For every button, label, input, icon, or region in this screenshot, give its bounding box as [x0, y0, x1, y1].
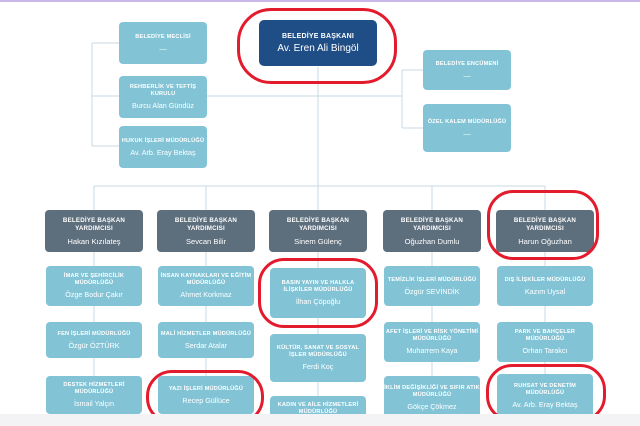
directorate-box[interactable]: AFET İŞLERİ VE RİSK YÖNETİMİ MÜDÜRLÜĞÜ M… [384, 322, 480, 362]
unit-title: RUHSAT VE DENETİM MÜDÜRLÜĞÜ [513, 383, 577, 396]
unit-head: Muharrem Kaya [406, 346, 458, 355]
unit-title: MALİ HİZMETLER MÜDÜRLÜĞÜ [160, 330, 252, 337]
directorate-box[interactable]: İNSAN KAYNAKLARI VE EĞİTİM MÜDÜRLÜĞÜ Ahm… [158, 266, 254, 306]
directorate-box[interactable]: MALİ HİZMETLER MÜDÜRLÜĞÜ Serdar Atalar [158, 322, 254, 358]
unit-title: DIŞ İLİŞKİLER MÜDÜRLÜĞÜ [504, 276, 586, 283]
highlight-ring [258, 258, 378, 328]
unit-title: KÜLTÜR, SANAT VE SOSYAL İŞLER MÜDÜRLÜĞÜ [276, 345, 360, 358]
deputy-title: BELEDİYE BAŞKAN YARDIMCISI [286, 216, 350, 232]
unit-head: Burcu Alan Gündüz [132, 101, 194, 110]
unit-head: Gökçe Çökmez [407, 402, 457, 411]
unit-head: — [463, 70, 471, 80]
deputy-name: Hakan Kızılateş [67, 236, 121, 246]
bottom-band [0, 414, 640, 426]
unit-head: — [159, 43, 167, 53]
top-accent-line [0, 0, 640, 2]
unit-title: REHBERLİK VE TEFTİŞ KURULU [129, 84, 197, 97]
directorate-box[interactable]: DESTEK HİZMETLERİ MÜDÜRLÜĞÜ İsmail Yalçı… [46, 376, 142, 414]
unit-head: Özgür ÖZTÜRK [68, 340, 120, 350]
directorate-box[interactable]: PARK VE BAHÇELER MÜDÜRLÜĞÜ Orhan Tarakcı [497, 322, 593, 362]
unit-head: Ahmet Korkmaz [180, 290, 232, 299]
unit-title: İMAR VE ŞEHİRCİLİK MÜDÜRLÜĞÜ [63, 273, 125, 286]
unit-title: BASIN YAYIN VE HALKLA İLİŞKİLER MÜDÜRLÜĞ… [281, 280, 355, 293]
unit-head: İlhan Çöpoğlu [295, 297, 341, 306]
unit-head: Ferdi Koç [302, 362, 334, 371]
directorate-box[interactable]: BASIN YAYIN VE HALKLA İLİŞKİLER MÜDÜRLÜĞ… [270, 268, 366, 318]
unit-head: Av. Arb. Eray Bektaş [512, 400, 578, 409]
unit-title: İNSAN KAYNAKLARI VE EĞİTİM MÜDÜRLÜĞÜ [160, 273, 252, 286]
legal-affairs-box[interactable]: HUKUK İŞLERİ MÜDÜRLÜĞÜ Av. Arb. Eray Bek… [119, 126, 207, 168]
council-box[interactable]: BELEDİYE MECLİSİ — [119, 22, 207, 64]
highlight-ring [487, 190, 599, 260]
directorate-box[interactable]: İKLİM DEĞİŞİKLİĞİ VE SIFIR ATIK MÜDÜRLÜĞ… [384, 376, 480, 420]
directorate-box[interactable]: FEN İŞLERİ MÜDÜRLÜĞÜ Özgür ÖZTÜRK [46, 322, 142, 358]
unit-head: Özge Bodur Çakır [65, 290, 123, 299]
deputy-name: Sevcan Bilir [185, 236, 227, 246]
unit-head: Av. Arb. Eray Bektaş [130, 147, 196, 157]
directorate-box[interactable]: TEMİZLİK İŞLERİ MÜDÜRLÜĞÜ Özgür SEVİNDİK [384, 266, 480, 306]
unit-title: DESTEK HİZMETLERİ MÜDÜRLÜĞÜ [63, 382, 125, 395]
deputy-title: BELEDİYE BAŞKAN YARDIMCISI [400, 216, 464, 232]
deputy-name: Sinem Gülenç [294, 236, 342, 246]
deputy-title: BELEDİYE BAŞKAN YARDIMCISI [62, 216, 126, 232]
unit-title: FEN İŞLERİ MÜDÜRLÜĞÜ [57, 330, 131, 337]
unit-title: HUKUK İŞLERİ MÜDÜRLÜĞÜ [121, 137, 205, 144]
unit-title: İKLİM DEĞİŞİKLİĞİ VE SIFIR ATIK MÜDÜRLÜĞ… [384, 385, 480, 398]
mayor-box[interactable]: BELEDİYE BAŞKANI Av. Eren Ali Bingöl [259, 20, 377, 66]
unit-title: AFET İŞLERİ VE RİSK YÖNETİMİ MÜDÜRLÜĞÜ [385, 329, 479, 342]
mayor-title: BELEDİYE BAŞKANI [281, 32, 355, 40]
directorate-box[interactable]: DIŞ İLİŞKİLER MÜDÜRLÜĞÜ Kazım Uysal [497, 266, 593, 306]
deputy-mayor-box[interactable]: BELEDİYE BAŞKAN YARDIMCISI Sinem Gülenç [269, 210, 367, 252]
unit-head: Özgür SEVİNDİK [404, 286, 460, 296]
unit-title: BELEDİYE MECLİSİ [135, 33, 191, 40]
deputy-mayor-box[interactable]: BELEDİYE BAŞKAN YARDIMCISI Sevcan Bilir [157, 210, 255, 252]
deputy-title: BELEDİYE BAŞKAN YARDIMCISI [513, 216, 577, 232]
deputy-mayor-box[interactable]: BELEDİYE BAŞKAN YARDIMCISI Oğuzhan Dumlu [383, 210, 481, 252]
unit-head: Kazım Uysal [524, 286, 566, 296]
unit-title: BELEDİYE ENCÜMENİ [435, 60, 499, 67]
unit-head: Recep Güllüce [182, 395, 230, 405]
unit-title: TEMİZLİK İŞLERİ MÜDÜRLÜĞÜ [387, 276, 477, 283]
mayor-name: Av. Eren Ali Bingöl [277, 42, 359, 54]
deputy-name: Oğuzhan Dumlu [404, 236, 460, 246]
unit-head: İsmail Yalçın [73, 399, 115, 408]
deputy-title: BELEDİYE BAŞKAN YARDIMCISI [174, 216, 238, 232]
unit-title: YAZI İŞLERİ MÜDÜRLÜĞÜ [168, 385, 244, 392]
unit-title: PARK VE BAHÇELER MÜDÜRLÜĞÜ [514, 329, 576, 342]
unit-title: ÖZEL KALEM MÜDÜRLÜĞÜ [427, 118, 507, 125]
private-office-box[interactable]: ÖZEL KALEM MÜDÜRLÜĞÜ — [423, 104, 511, 152]
unit-head: Orhan Tarakcı [522, 346, 568, 355]
unit-head: — [463, 128, 471, 138]
unit-head: Serdar Atalar [185, 340, 227, 350]
directorate-box[interactable]: İMAR VE ŞEHİRCİLİK MÜDÜRLÜĞÜ Özge Bodur … [46, 266, 142, 306]
highlight-ring [237, 8, 397, 84]
directorate-box[interactable]: KÜLTÜR, SANAT VE SOSYAL İŞLER MÜDÜRLÜĞÜ … [270, 334, 366, 382]
inspection-board-box[interactable]: REHBERLİK VE TEFTİŞ KURULU Burcu Alan Gü… [119, 76, 207, 118]
unit-title: KADIN VE AİLE HİZMETLERİ MÜDÜRLÜĞÜ [277, 402, 359, 415]
deputy-name: Harun Oğuzhan [518, 236, 572, 246]
committee-box[interactable]: BELEDİYE ENCÜMENİ — [423, 50, 511, 90]
directorate-box[interactable]: RUHSAT VE DENETİM MÜDÜRLÜĞÜ Av. Arb. Era… [497, 374, 593, 418]
deputy-mayor-box[interactable]: BELEDİYE BAŞKAN YARDIMCISI Hakan Kızılat… [45, 210, 143, 252]
